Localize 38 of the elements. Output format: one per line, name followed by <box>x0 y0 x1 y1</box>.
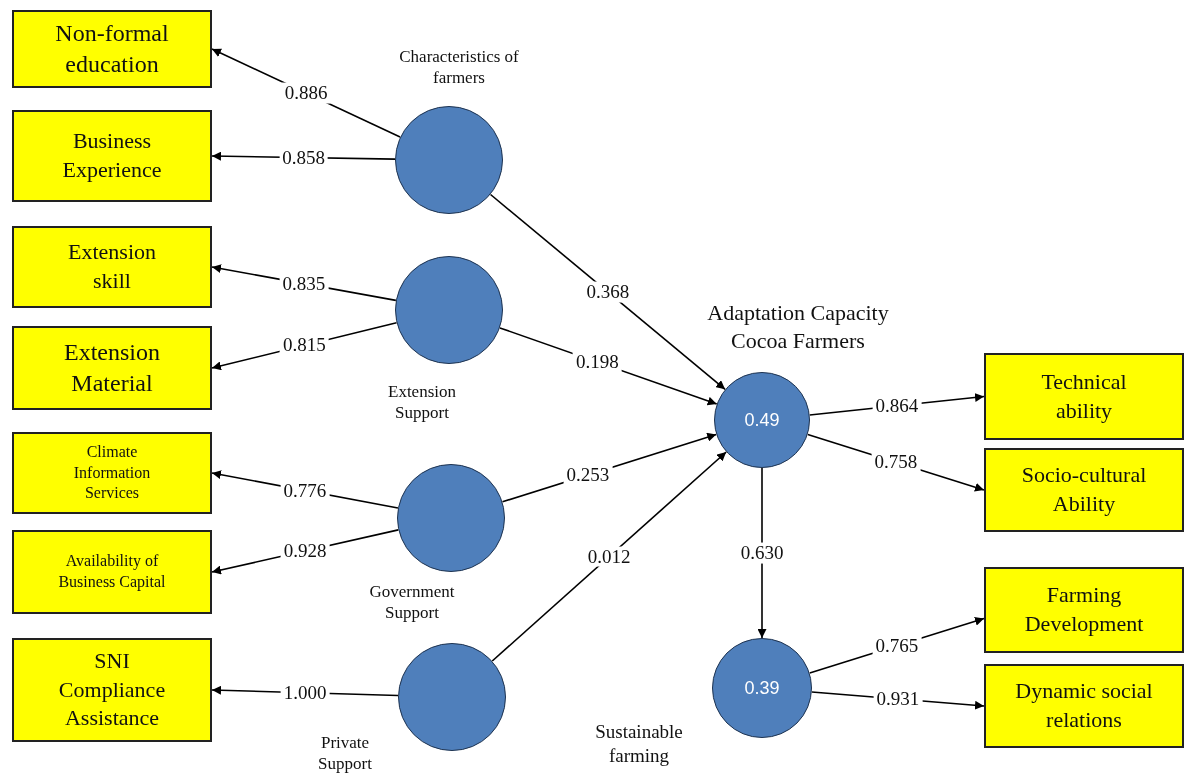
path-arrow <box>757 467 767 639</box>
indicator-label: Extension skill <box>67 238 157 295</box>
construct-label: Private Support <box>317 731 373 775</box>
indicator-label: Socio-cultural Ability <box>1020 461 1148 518</box>
indicator-label: Climate Information Services <box>72 441 152 504</box>
construct-label: Government Support <box>368 580 456 624</box>
edge-label: 0.198 <box>573 351 622 373</box>
indicator-box <box>984 353 1184 440</box>
construct-label: Sustainable farming <box>594 720 684 768</box>
indicator-box <box>12 432 212 514</box>
indicator-box <box>12 226 212 308</box>
indicator-box <box>984 664 1184 748</box>
indicator-box <box>12 10 212 88</box>
indicator-label: SNI Compliance Assistance <box>57 647 167 733</box>
indicator-box <box>12 530 212 614</box>
indicator-label: Availability of Business Capital <box>57 551 167 593</box>
indicator-box <box>984 567 1184 653</box>
indicator-label: Business Experience <box>61 127 163 184</box>
edge-label: 0.758 <box>871 451 921 473</box>
edge-label: 0.253 <box>563 464 613 486</box>
indicator-box <box>12 326 212 410</box>
path-arrow <box>489 193 726 391</box>
path-arrow <box>491 451 727 662</box>
indicator-label: Technical ability <box>1040 367 1128 425</box>
indicator-box <box>984 448 1184 532</box>
indicator-label: Dynamic social relations <box>1014 677 1154 734</box>
edge-label: 0.765 <box>872 635 922 657</box>
construct-label: Characteristics of farmers <box>398 45 520 89</box>
indicator-box <box>12 638 212 742</box>
r-squared-value: 0.39 <box>743 677 781 699</box>
indicator-box <box>12 110 212 202</box>
indicator-label: Farming Development <box>1023 581 1145 638</box>
edge-label: 0.886 <box>281 82 331 104</box>
construct-label: Extension Support <box>387 380 457 424</box>
indicator-label: Non-formal education <box>54 18 170 79</box>
indicator-label: Extension Material <box>63 337 161 398</box>
r-squared-value: 0.49 <box>743 409 781 431</box>
construct-label: Adaptation Capacity Cocoa Farmers <box>706 298 890 354</box>
